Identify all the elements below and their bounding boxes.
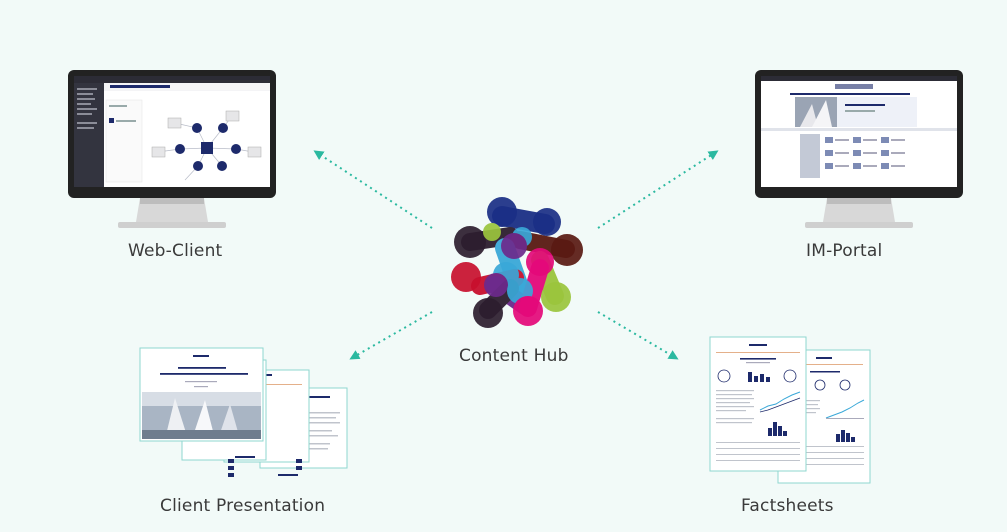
im-portal-label: IM-Portal — [806, 241, 883, 261]
factsheets-icon — [709, 336, 871, 484]
arrow-to-client-presentation — [349, 311, 433, 360]
arrow-to-factsheets — [597, 311, 679, 360]
client-presentation-label: Client Presentation — [160, 496, 326, 516]
content-hub-logo-icon — [451, 197, 583, 328]
factsheets-label: Factsheets — [741, 496, 834, 516]
web-client-label: Web-Client — [128, 241, 223, 261]
arrow-to-im-portal — [597, 150, 719, 229]
arrow-to-web-client — [313, 150, 433, 229]
client-presentation-icon — [139, 347, 348, 477]
web-client-monitor-icon — [68, 70, 276, 228]
im-portal-monitor-icon — [755, 70, 963, 228]
content-hub-label: Content Hub — [459, 346, 569, 366]
